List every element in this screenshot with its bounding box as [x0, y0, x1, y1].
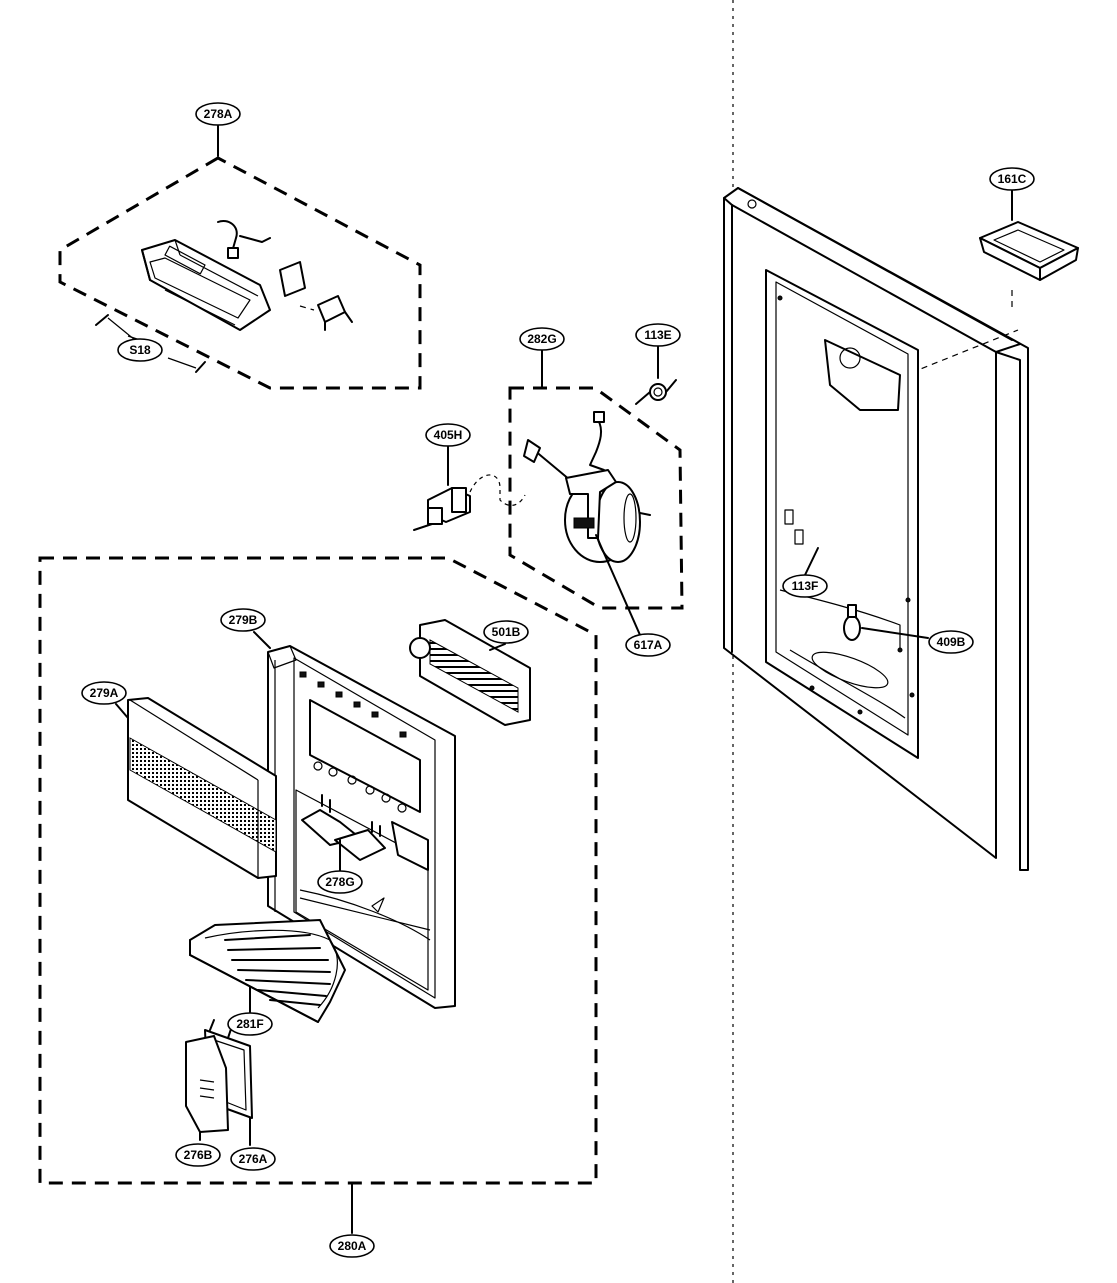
part-refrigerator-door [723, 187, 1029, 871]
part-pad [279, 261, 306, 297]
callout-161C: 161C [989, 167, 1035, 191]
svg-text:405H: 405H [434, 428, 463, 442]
svg-text:113F: 113F [792, 579, 819, 593]
svg-text:501B: 501B [492, 625, 521, 639]
part-wire-harness [217, 220, 271, 253]
svg-text:278G: 278G [325, 875, 354, 889]
svg-text:278A: 278A [204, 107, 233, 121]
callout-113F: 113F [782, 574, 828, 598]
svg-text:S18: S18 [129, 343, 151, 357]
callout-281F: 281F [227, 1012, 273, 1036]
group-282G-assembly [508, 349, 684, 610]
svg-text:276A: 276A [239, 1152, 268, 1166]
group-280A-assembly [38, 556, 598, 1234]
svg-text:276B: 276B [184, 1148, 213, 1162]
callout-276A: 276A [230, 1147, 276, 1171]
callout-113E: 113E [635, 323, 681, 347]
svg-text:113E: 113E [644, 328, 671, 342]
part-actuator-lever [523, 411, 651, 563]
callout-278A: 278A [195, 102, 241, 126]
callout-617A: 617A [625, 633, 671, 657]
part-drip-tray-281F [189, 919, 346, 1023]
svg-text:279B: 279B [229, 613, 258, 627]
svg-text:280A: 280A [338, 1239, 367, 1253]
svg-text:409B: 409B [937, 635, 966, 649]
callout-282G: 282G [519, 327, 565, 351]
callout-405H: 405H [425, 423, 471, 447]
leader-113F [804, 547, 819, 576]
part-display-501B [409, 619, 531, 726]
screws-S18 [95, 314, 206, 373]
part-panel-frame-279B [253, 631, 456, 1009]
part-switch-cover-276A-276B [185, 1019, 253, 1146]
part-micro-switch [299, 295, 353, 331]
group-278A-assembly [58, 125, 422, 390]
assembly-outline-280A [38, 556, 598, 1185]
svg-text:279A: 279A [90, 686, 119, 700]
callout-279A: 279A [81, 681, 127, 705]
part-dispenser-frame [141, 239, 271, 331]
leader-409B [861, 627, 929, 639]
callout-279B: 279B [220, 608, 266, 632]
callout-280A: 280A [329, 1234, 375, 1258]
assembly-outline-278A [58, 156, 422, 390]
callout-278G: 278G [317, 870, 363, 894]
callout-501B: 501B [483, 620, 529, 644]
svg-text:617A: 617A [634, 638, 663, 652]
leader-617A [595, 534, 641, 636]
part-grille-279A [115, 697, 277, 879]
part-cap-161C [979, 189, 1079, 310]
callout-S18: S18 [117, 338, 163, 362]
svg-text:282G: 282G [527, 332, 556, 346]
assembly-outline-282G [508, 386, 684, 610]
part-solenoid-405H [413, 445, 526, 531]
part-spring-113E [635, 345, 677, 405]
svg-text:281F: 281F [236, 1017, 263, 1031]
callout-409B: 409B [928, 630, 974, 654]
svg-text:161C: 161C [998, 172, 1027, 186]
callout-276B: 276B [175, 1143, 221, 1167]
